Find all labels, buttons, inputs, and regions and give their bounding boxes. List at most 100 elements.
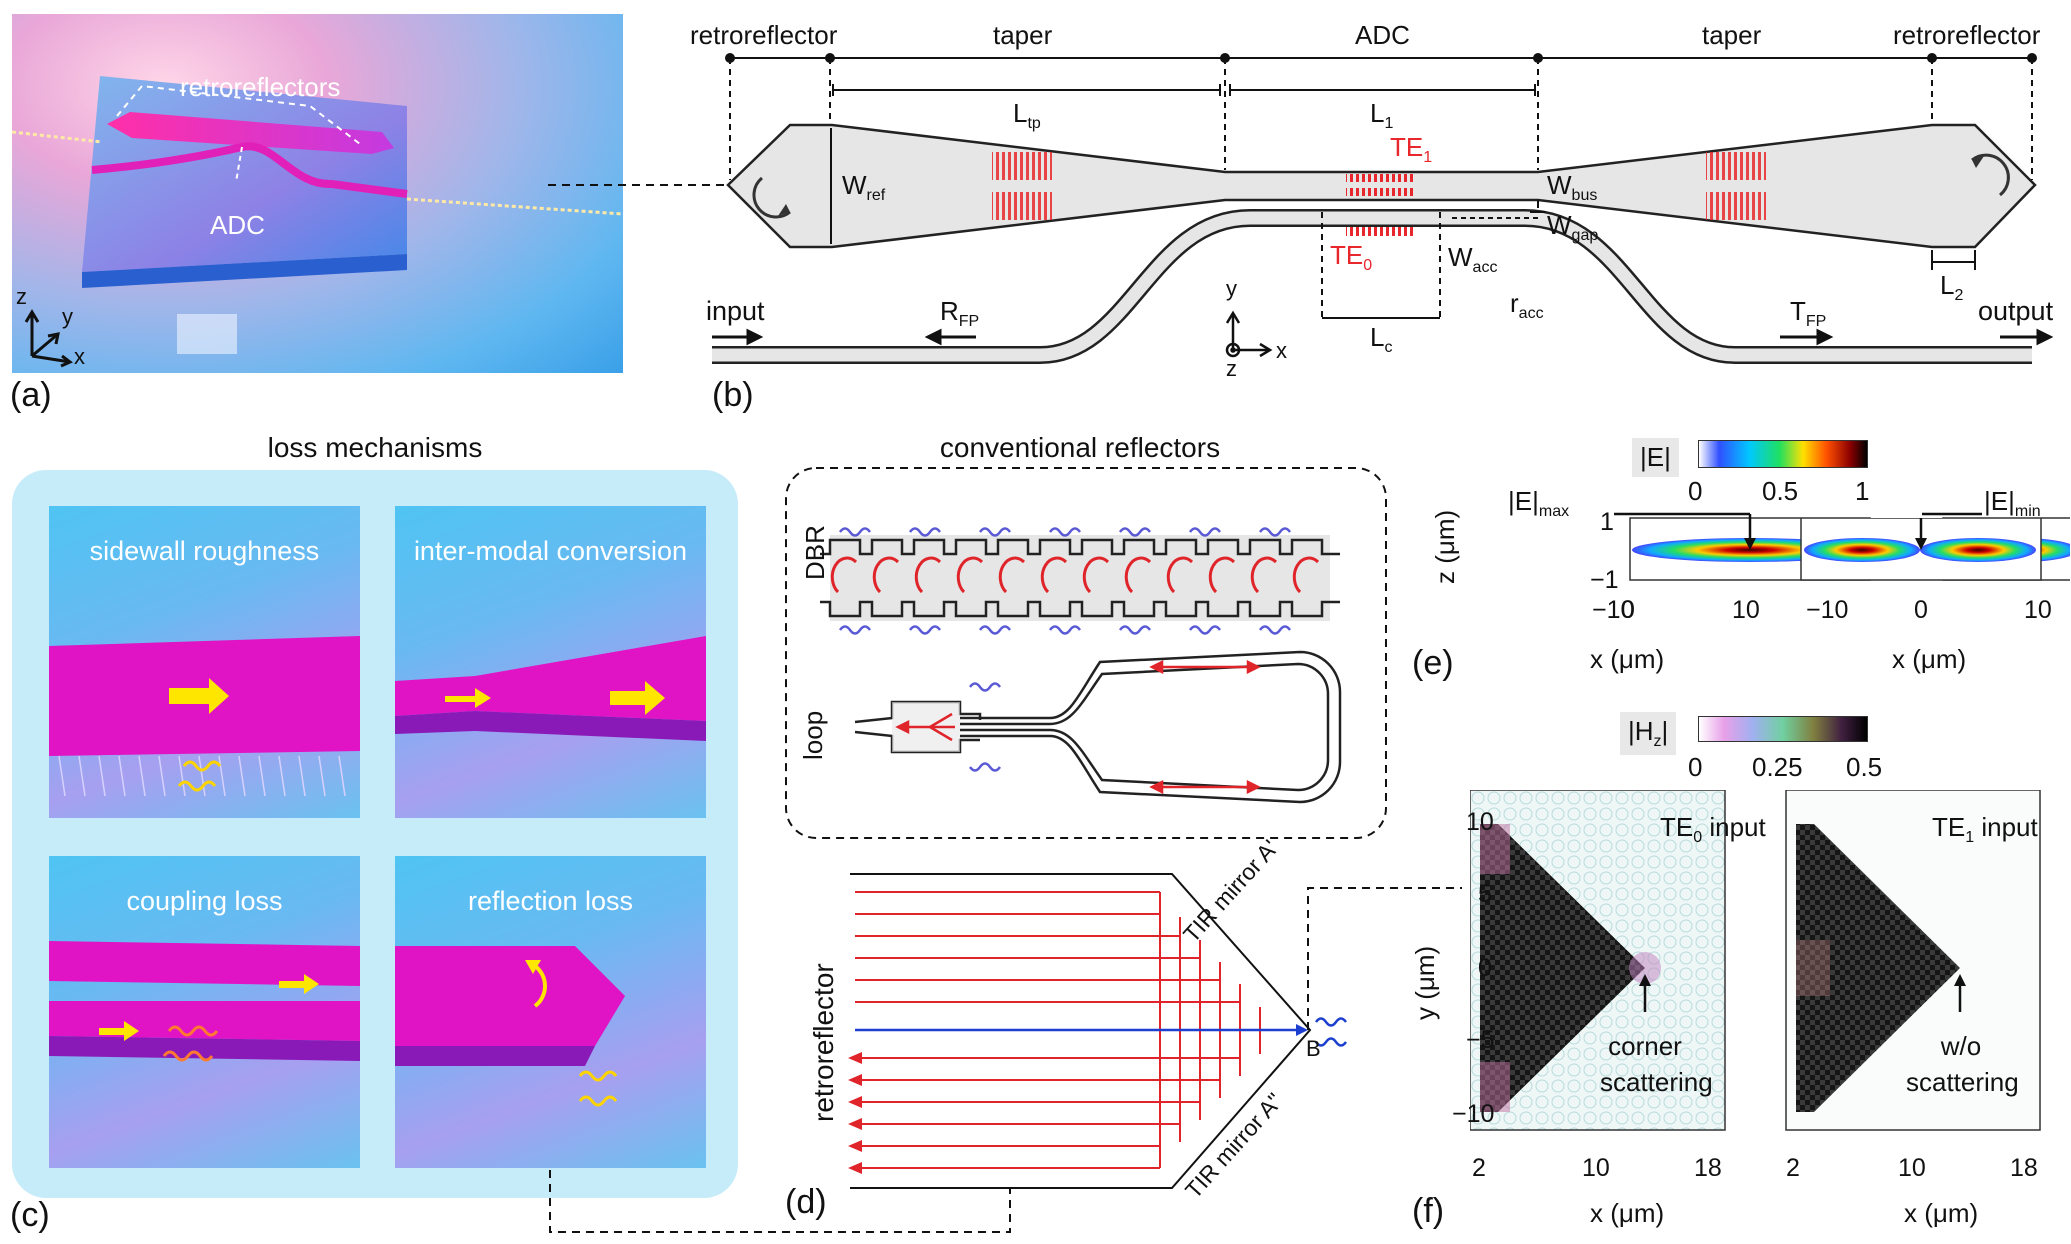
panel-d-diagram (785, 467, 1387, 1189)
panel-f-ytick-0: 0 (1478, 954, 1492, 982)
colorbar-f-tick-2: 0.5 (1846, 752, 1883, 782)
te1-mode-pattern-right (1706, 152, 1766, 220)
panel-c-title: loss mechanisms (267, 432, 483, 463)
label-output: output (1978, 296, 2054, 326)
axis-x: x (1276, 338, 1287, 363)
label-w-gap: Wgap (1547, 210, 1599, 245)
inter-modal-render (395, 636, 706, 741)
panel-label-f: (f) (1412, 1192, 1445, 1230)
section-retroreflector-left: retroreflector (690, 20, 838, 50)
sidewall-roughness-render (49, 636, 360, 797)
label-input: input (706, 296, 765, 326)
panel-e-left-xtick-0: −10 (1592, 596, 1635, 624)
retroreflector-ray-diagram (848, 873, 1348, 1189)
panel-f-left-xlabel: x (μm) (1590, 1198, 1665, 1228)
panel-f-right-xtick-10: 10 (1898, 1154, 1926, 1182)
axis-z: z (1226, 356, 1237, 381)
tile-title-coupling: coupling loss (126, 886, 283, 916)
label-r-fp: RFP (940, 296, 980, 331)
panel-e-right-xtick-0: −10 (1806, 596, 1849, 624)
retroreflectors-label: retroreflectors (180, 72, 341, 102)
colorbar-f-tick-0: 0 (1688, 752, 1703, 782)
section-retroreflector-right: retroreflector (1893, 20, 2041, 50)
panel-f-ytick-5: 5 (1478, 880, 1492, 908)
panel-f-ylabel: y (μm) (1410, 945, 1440, 1020)
panel-f-right-xlabel: x (μm) (1904, 1198, 1979, 1228)
panel-f-ytick-m5: −5 (1466, 1026, 1495, 1054)
colorbar-e-tick-1: 0.5 (1762, 476, 1799, 506)
colorbar-f (1698, 716, 1868, 742)
colorbar-e (1698, 440, 1868, 468)
section-taper-left: taper (993, 20, 1053, 50)
panel-e-ylabel: z (μm) (1430, 509, 1460, 584)
label-t-fp: TFP (1790, 296, 1827, 331)
annot-e-min: |E|min (1984, 486, 2041, 521)
label-l1: L1 (1370, 98, 1394, 133)
tile-inter-modal-conversion: inter-modal conversion (395, 506, 706, 818)
te1-mode-pattern-left (992, 152, 1052, 220)
tile-title-inter-modal: inter-modal conversion (413, 536, 688, 566)
colorbar-f-tick-1: 0.25 (1752, 752, 1803, 782)
label-te0: TE0 (1330, 240, 1373, 275)
panel-label-d: (d) (785, 1183, 827, 1221)
panel-f-ytick-m10: −10 (1452, 1100, 1495, 1128)
panel-a-render: retroreflectors ADC z y x (12, 14, 623, 373)
coordinate-axes-icon (1225, 310, 1273, 358)
panel-e-left-xtick-1: 0 (1621, 596, 1635, 624)
connector-c-d (549, 1170, 1011, 1233)
panel-f-left-xtick-18: 18 (1694, 1154, 1722, 1182)
label-dbr: DBR (800, 525, 830, 580)
panel-f-left-xtick-10: 10 (1582, 1154, 1610, 1182)
axis-z-label: z (16, 284, 27, 309)
label-w-ref: Wref (842, 170, 886, 205)
tile-sidewall-roughness: sidewall roughness (49, 506, 360, 818)
label-l-tp: Ltp (1013, 98, 1041, 133)
panel-e-left-xtick-2: 10 (1732, 596, 1760, 624)
adc-label: ADC (210, 210, 265, 240)
panel-f-left-xtick-2: 2 (1472, 1154, 1486, 1182)
panel-e-ytick-1: 1 (1600, 508, 1614, 536)
axis-x-label: x (74, 344, 85, 369)
colorbar-e-tick-0: 0 (1688, 476, 1703, 506)
axis-y: y (1226, 276, 1237, 301)
panel-e-right-xlabel: x (μm) (1892, 644, 1967, 674)
arrow-emin (1922, 512, 1982, 516)
label-l-c: Lc (1370, 322, 1393, 357)
label-retroreflector: retroreflector (808, 963, 839, 1122)
label-w-bus: Wbus (1547, 170, 1598, 205)
panel-c-background: sidewall roughness inter-modal conversio… (12, 470, 738, 1198)
label-l2: L2 (1940, 270, 1964, 305)
panel-f-left-title: TE0 input (1660, 812, 1766, 847)
panel-f-right-title: TE1 input (1932, 812, 2038, 847)
panel-f-right-xtick-2: 2 (1786, 1154, 1800, 1182)
axis-y-label: y (62, 304, 73, 329)
panel-e-right-xtick-2: 10 (2024, 596, 2052, 624)
label-loop: loop (798, 710, 828, 760)
panel-label-b: (b) (712, 376, 754, 414)
panel-f-right-xtick-18: 18 (2010, 1154, 2038, 1182)
panel-label-a: (a) (10, 376, 52, 414)
label-w-acc: Wacc (1448, 242, 1498, 277)
reflection-loss-render (395, 946, 625, 1107)
colorbar-e-tick-2: 1 (1855, 476, 1870, 506)
tile-title-sidewall: sidewall roughness (89, 536, 320, 566)
chip-render (12, 76, 623, 368)
panel-e-right-xtick-1: 0 (1914, 596, 1928, 624)
arrow-emax (1614, 512, 1756, 550)
axes-icon (24, 309, 73, 368)
panel-f-field-maps (1470, 790, 2041, 1131)
panel-d-title: conventional reflectors (939, 432, 1221, 463)
panel-label-e: (e) (1412, 644, 1454, 682)
panel-b-schematic (548, 53, 2054, 364)
dbr-structure (820, 527, 1340, 635)
annot-e-max: |E|max (1508, 486, 1570, 521)
panel-label-c: (c) (10, 1196, 50, 1234)
panel-e-ytick-2: −1 (1590, 566, 1619, 594)
colorbar-e-label: |E| (1632, 438, 1679, 477)
coupling-loss-render (49, 941, 360, 1062)
section-taper-right: taper (1702, 20, 1762, 50)
panel-e-left-xlabel: x (μm) (1590, 644, 1665, 674)
label-point-b: B (1306, 1036, 1321, 1061)
